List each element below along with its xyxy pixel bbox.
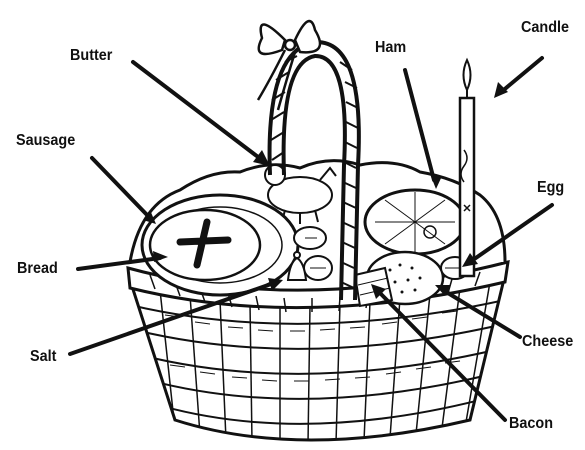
- arrow-butter: [133, 62, 262, 160]
- label-cheese: Cheese: [522, 334, 573, 350]
- candle: [460, 60, 474, 276]
- ham: [365, 190, 465, 254]
- label-butter: Butter: [70, 48, 112, 64]
- arrow-sausage: [92, 158, 150, 218]
- arrow-candle: [500, 58, 542, 93]
- label-sausage: Sausage: [16, 133, 75, 149]
- arrow-ham: [405, 70, 434, 180]
- label-bread: Bread: [17, 261, 58, 277]
- label-ham: Ham: [375, 40, 406, 56]
- label-egg: Egg: [537, 180, 564, 196]
- label-candle: Candle: [521, 20, 569, 36]
- label-bacon: Bacon: [509, 416, 553, 432]
- label-salt: Salt: [30, 349, 56, 365]
- bread: [150, 210, 260, 280]
